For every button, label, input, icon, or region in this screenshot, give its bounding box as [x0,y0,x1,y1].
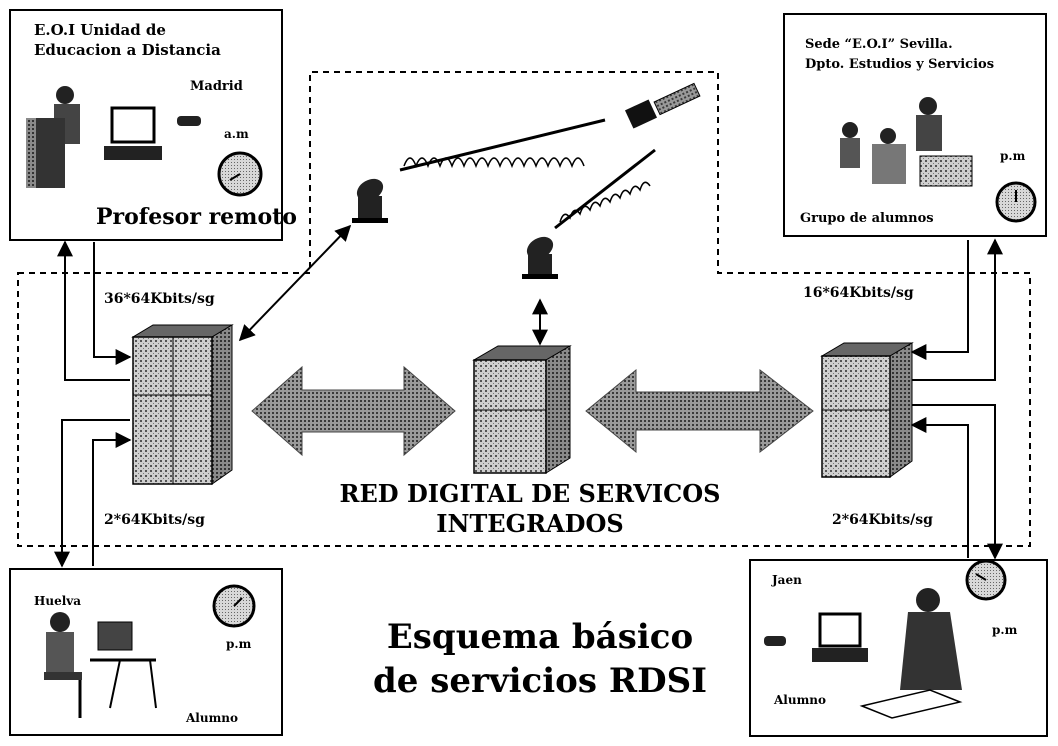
caption-line2: de servicios RDSI [372,661,708,701]
jaen-role-label: Alumno [774,693,827,707]
huelva-link-speed: 2*64Kbits/sg [104,512,205,528]
jaen-down-arrow [912,404,1003,560]
computer-icon [812,612,868,662]
sevilla-link-speed: 16*64Kbits/sg [803,285,914,301]
madrid-downlink-arrow [93,242,132,365]
phone-icon [177,116,201,126]
jaen-city-label: Jaen [772,573,802,587]
madrid-link-speed: 36*64Kbits/sg [104,291,215,307]
huelva-city-label: Huelva [34,594,82,608]
phone-icon [764,636,786,646]
madrid-time-label: a.m [224,127,249,141]
double-arrow-right [585,368,814,454]
network-boundary [17,71,1031,547]
huelva-up-arrow [92,432,132,566]
network-title-line2: INTEGRADOS [436,509,624,538]
teacher-at-desk-illustration [26,86,80,188]
sevilla-up-arrow [912,238,1003,381]
connection-lines [54,224,1003,568]
huelva-time-label: p.m [226,637,252,651]
madrid-title-line2: Educacion a Distancia [34,41,221,59]
sevilla-time-label: p.m [1000,149,1026,163]
dish-antenna-center-icon [522,236,558,279]
clock-icon [995,181,1037,223]
jaen-time-label: p.m [992,623,1018,637]
madrid-title-line1: E.O.I Unidad de [34,21,166,39]
sevilla-title-line2: Dpto. Estudios y Servicios [805,57,995,72]
dish-antenna-left-icon [352,178,388,223]
double-arrow-left [251,365,456,457]
sevilla-down-arrow [910,240,969,360]
huelva-role-label: Alumno [186,711,239,725]
jaen-up-arrow [910,417,969,558]
madrid-city-label: Madrid [190,79,243,94]
antenna-link-arrow [238,224,352,342]
caption-line1: Esquema básico [386,617,694,657]
switch-tower-center-icon [472,345,572,474]
madrid-role-label: Profesor remoto [96,204,297,230]
student-group-illustration [840,97,973,187]
satellite-icon [399,82,701,230]
woman-writing-illustration [859,588,963,719]
switch-tower-left-icon [131,324,234,485]
clock-icon [965,559,1007,601]
network-title-line1: RED DIGITAL DE SERVICOS [339,479,721,508]
sevilla-role-label: Grupo de alumnos [800,211,934,226]
huelva-down-arrow [54,419,130,568]
madrid-uplink-arrow [57,240,130,381]
computer-icon [104,106,162,160]
student-at-desk-illustration [44,612,157,718]
sevilla-title-line1: Sede “E.O.I” Sevilla. [805,37,953,52]
jaen-link-speed: 2*64Kbits/sg [832,512,933,528]
clock-icon [212,584,256,628]
clock-icon [217,151,263,197]
switch-tower-right-icon [820,342,914,478]
